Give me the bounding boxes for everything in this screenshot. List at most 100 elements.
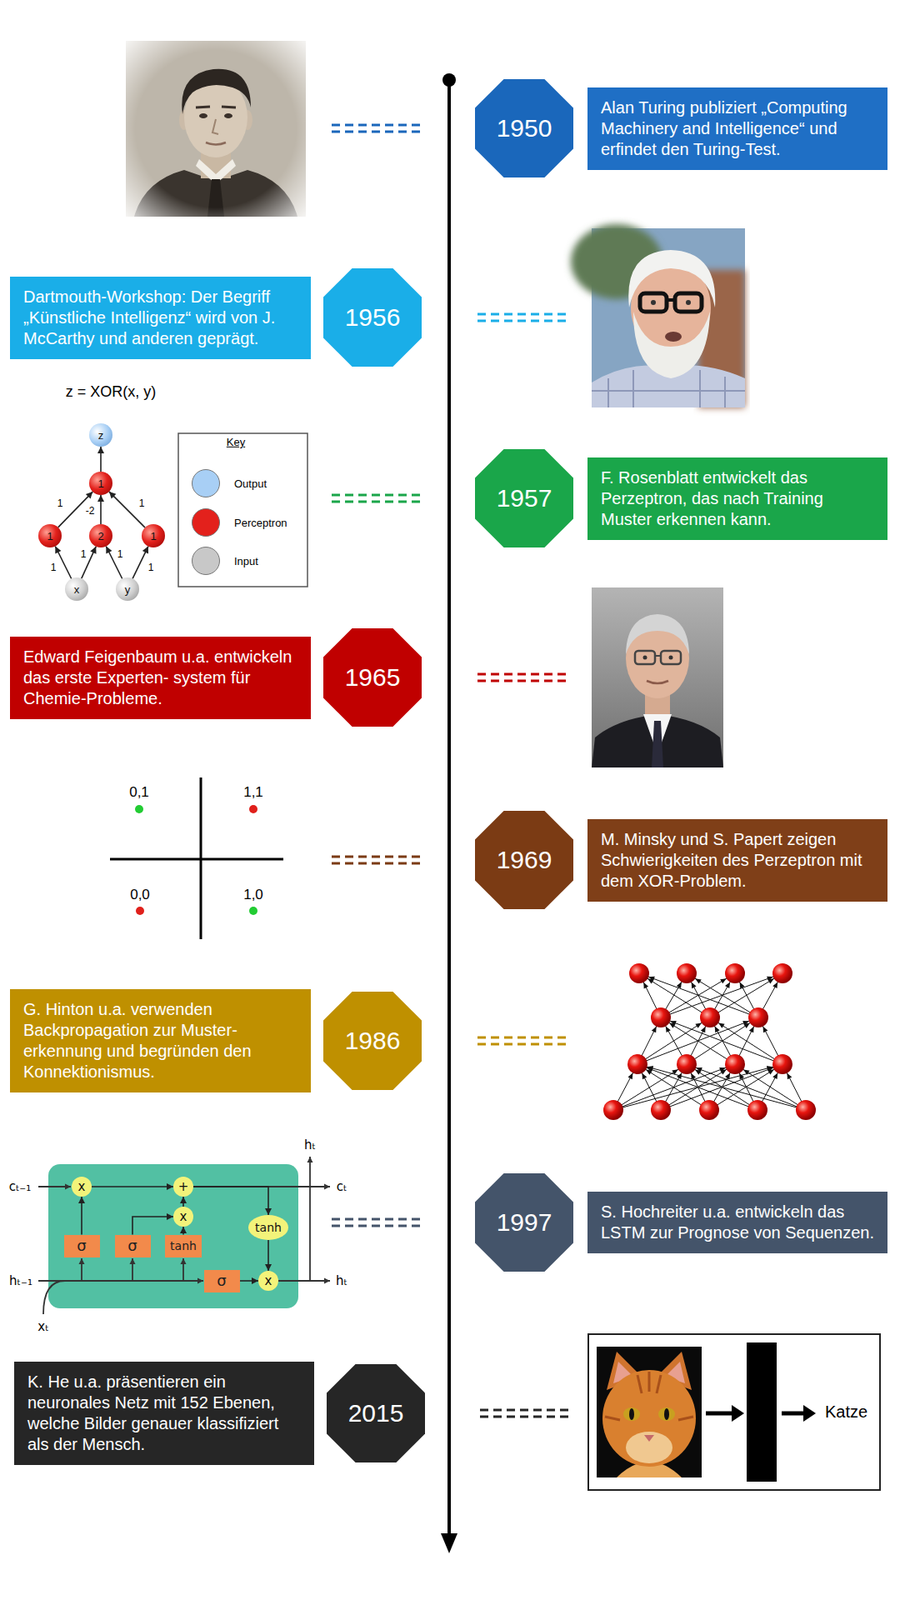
signal-label: hₜ₋₁ [9,1274,33,1289]
octagon-fill [323,268,422,367]
signal-label: cₜ [336,1180,348,1195]
point-label: 0,0 [130,887,150,904]
point-label: 0,1 [129,785,150,801]
node-text: σ [76,1238,86,1254]
octagon-fill [475,1173,574,1272]
event-box: F. Rosenblatt entwickelt das Perzeptron,… [587,457,888,540]
octagon-fill [475,79,574,178]
year-octagon: 1986 [323,991,422,1090]
feigenbaum-portrait [591,587,724,768]
node-text: 1 [97,478,104,490]
output-node: z [89,423,113,447]
point-label: 1,1 [243,785,264,801]
event-box: S. Hochreiter u.a. entwickeln das LSTM z… [587,1191,888,1254]
signal-label: hₜ [335,1274,348,1289]
key-title: Key [226,436,245,449]
year-octagon: 1956 [323,268,422,367]
timeline-axis [440,73,458,1554]
connector-arrow [109,491,145,528]
connector-arrow [240,1280,260,1282]
event-text: S. Hochreiter u.a. entwickeln das LSTM z… [600,1201,875,1244]
signal-label: hₜ [304,1138,316,1153]
node-text: z [98,430,105,441]
legend-text: Perceptron [234,516,288,530]
gate-layer: σ [115,1235,151,1258]
legend-text: Output [234,477,267,490]
connector-arrow [100,446,102,472]
connector-arrow [80,1196,83,1235]
weight-label: 1 [50,562,58,574]
cat-classification [596,1342,816,1482]
pointwise-op: x [71,1176,92,1197]
event-box: K. He u.a. präsentieren ein neuronales N… [14,1361,315,1465]
event-text: F. Rosenblatt entwickelt das Perzeptron,… [600,467,875,530]
node-text: 1 [150,530,156,542]
point-label: 1,0 [243,887,264,904]
perceptron-node: 2 [89,524,113,548]
gate-layer: σ [204,1270,240,1293]
year-octagon: 1965 [323,628,422,727]
perceptron-node: 1 [141,524,165,548]
signal-label: cₜ₋₁ [9,1180,32,1195]
year-text: 1986 [345,1028,401,1054]
key-box [178,433,308,587]
mccarthy-portrait [570,224,745,408]
year-octagon: 1950 [475,79,574,178]
node-text: y [125,584,131,595]
legend-swatch [191,469,220,498]
year-text: 1956 [345,305,401,330]
node-text: x [74,584,80,595]
function-title: z = XOR(x, y) [65,384,157,401]
year-text: 2015 [348,1400,405,1426]
octagon-fill [323,991,422,1090]
event-box: Dartmouth-Workshop: Der Begriff „Künstli… [10,276,311,360]
year-text: 1957 [496,485,553,511]
octagon-fill [475,449,574,548]
octagon-fill [323,628,422,727]
event-box: M. Minsky und S. Papert zeigen Schwierig… [587,819,888,902]
event-text: Dartmouth-Workshop: Der Begriff „Künstli… [23,286,298,350]
lstm-wires [38,1156,330,1315]
octagon-fill [475,810,574,910]
event-box: G. Hinton u.a. verwenden Backpropagation… [10,989,311,1093]
octagon-fill [326,1364,425,1463]
dashed-leaders [331,125,570,1417]
connector-arrow [193,1186,269,1215]
node-text: σ [127,1238,137,1254]
network-neurons [603,963,816,1120]
lstm-cell [38,1156,330,1315]
year-text: 1965 [345,665,401,690]
pointwise-op: x [173,1206,194,1227]
input-node: x [65,577,89,601]
connector-arrow [182,1196,185,1207]
weight-label: -2 [85,505,96,517]
year-text: 1969 [496,847,553,873]
event-text: M. Minsky und S. Papert zeigen Schwierig… [600,829,875,892]
legend-swatch [191,508,220,537]
legend-swatch [191,546,220,575]
year-octagon: 1957 [475,449,574,548]
perceptron-node: 1 [38,524,62,548]
node-text: + [178,1180,190,1194]
input-node: y [115,577,140,601]
weight-label: 1 [80,549,88,560]
legend-text: Input [234,555,259,568]
connector-arrow [100,495,102,525]
node-text: x [78,1180,86,1194]
year-octagon: 2015 [326,1364,425,1463]
node-text: x [180,1210,188,1224]
year-text: 1997 [496,1210,553,1235]
node-text: Katze [825,1402,868,1422]
pointwise-op: + [173,1176,194,1197]
connector-arrow [182,1226,185,1235]
event-box: Edward Feigenbaum u.a. entwickeln das er… [10,636,311,720]
turing-portrait [125,40,306,217]
gate-layer: tanh [165,1235,202,1258]
year-octagon: 1969 [475,810,574,910]
weight-label: 1 [56,498,65,510]
node-text: tanh [255,1221,282,1234]
backprop-network [613,973,806,1110]
